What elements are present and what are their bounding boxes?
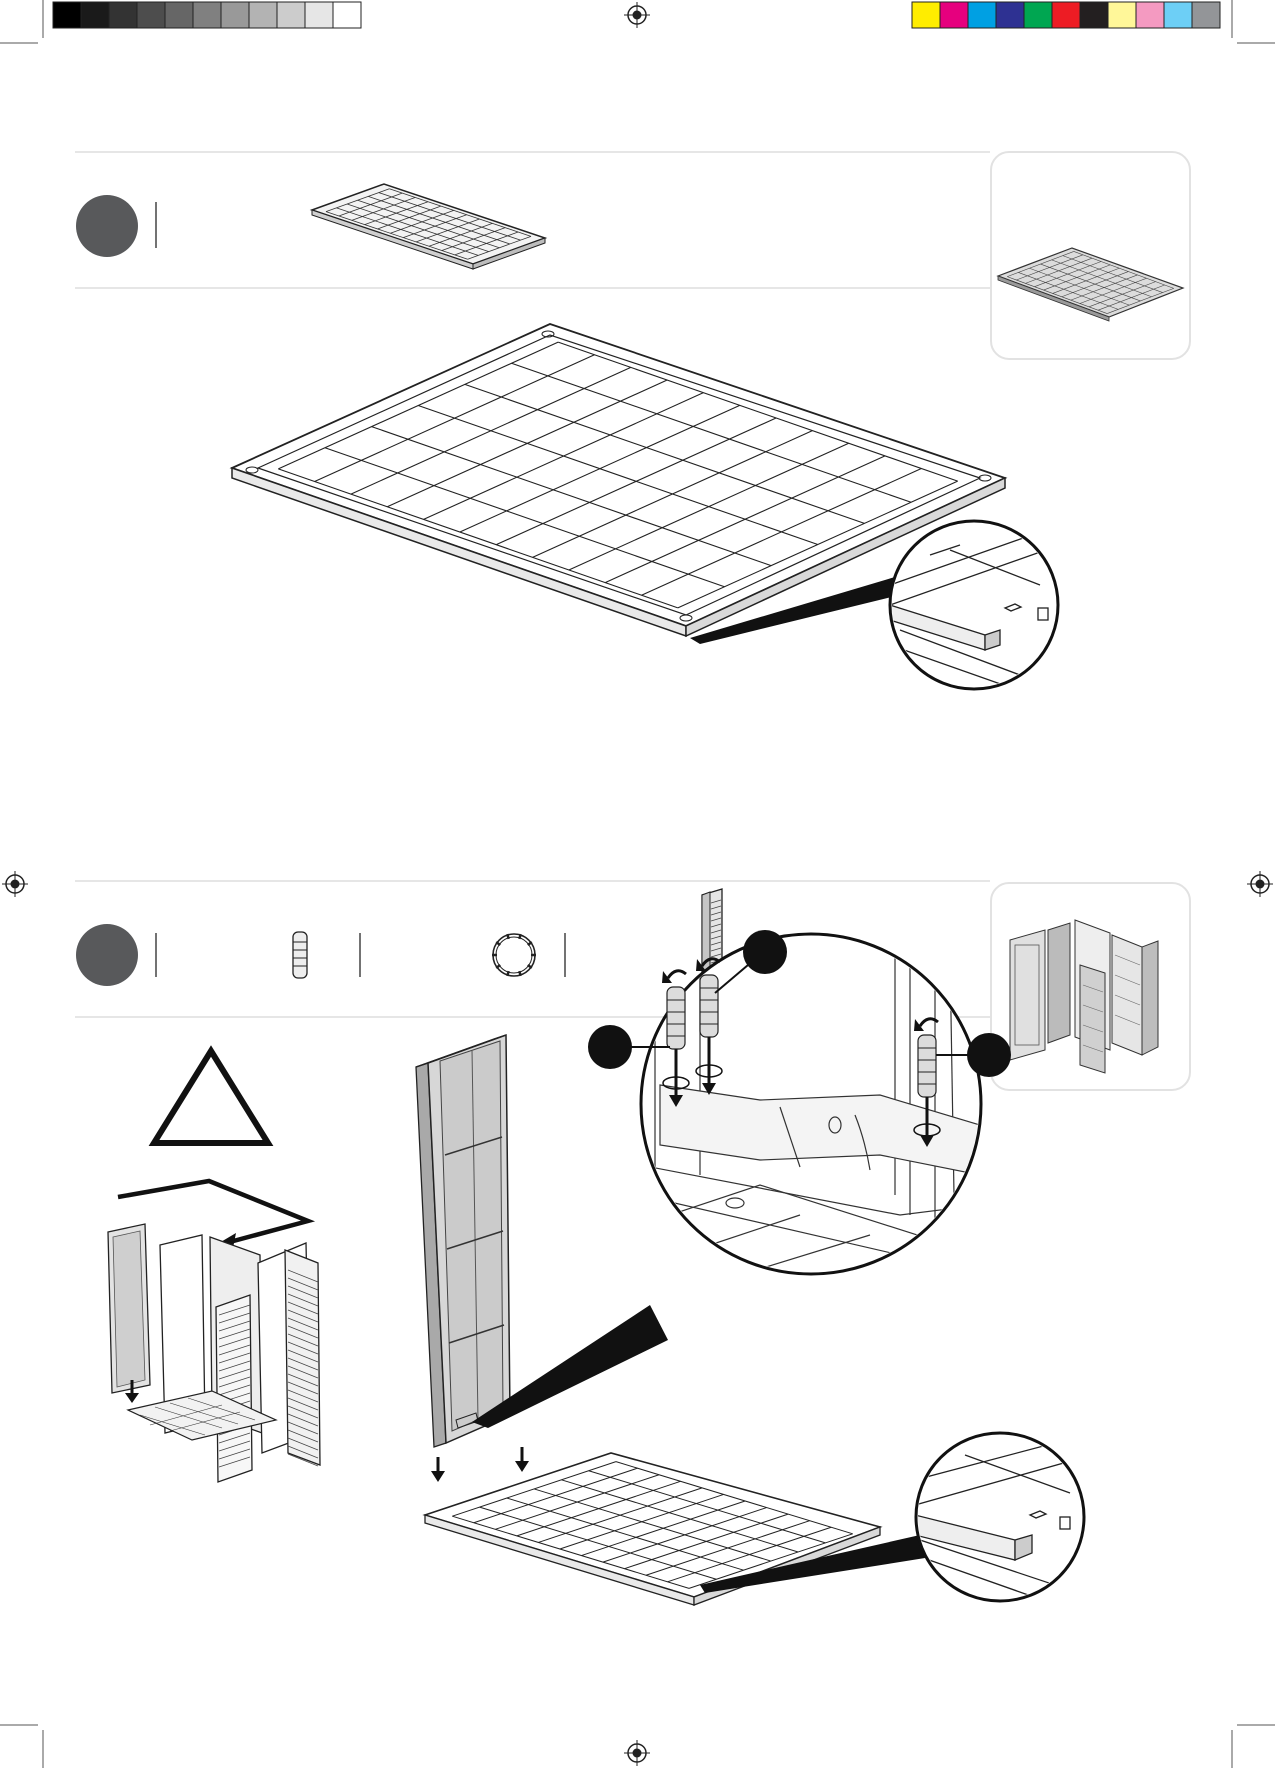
washer-ring-part-icon (492, 934, 536, 976)
caution-triangle-icon (154, 1051, 268, 1143)
floor-panel-part-icon (312, 184, 545, 269)
color-swatch (940, 2, 968, 28)
registration-mark-top (624, 2, 650, 28)
callout-bullet (743, 930, 787, 974)
color-swatch (1108, 2, 1136, 28)
color-calibration-strip (912, 2, 1220, 28)
gray-swatch (165, 2, 193, 28)
gray-swatch (137, 2, 165, 28)
color-swatch (1192, 2, 1220, 28)
gray-swatch (333, 2, 361, 28)
gray-swatch (249, 2, 277, 28)
color-swatch (1080, 2, 1108, 28)
pin-connector-part-icon (293, 932, 307, 978)
color-swatch (1136, 2, 1164, 28)
gray-swatch (193, 2, 221, 28)
step-walls (0, 875, 1275, 1665)
pin-insertion-detail-callout (472, 925, 1011, 1428)
callout-bullet (588, 1025, 632, 1069)
gray-calibration-strip (53, 2, 361, 28)
gray-swatch (221, 2, 249, 28)
step-floor (0, 130, 1275, 790)
color-swatch (1024, 2, 1052, 28)
walls-preview-box (991, 883, 1190, 1090)
gray-swatch (305, 2, 333, 28)
floor-panel-illustration-step2 (425, 1453, 880, 1605)
color-swatch (912, 2, 940, 28)
color-swatch (996, 2, 1024, 28)
gray-swatch (277, 2, 305, 28)
registration-mark-bottom (624, 1740, 650, 1766)
color-swatch (1164, 2, 1192, 28)
callout-bullet (967, 1033, 1011, 1077)
gray-swatch (109, 2, 137, 28)
assembly-order-illustration (108, 1181, 320, 1482)
gray-swatch (53, 2, 81, 28)
step-badge-floor (76, 195, 138, 257)
color-swatch (1052, 2, 1080, 28)
floor-preview-box (991, 152, 1190, 359)
color-swatch (968, 2, 996, 28)
gray-swatch (81, 2, 109, 28)
step-badge-walls (76, 924, 138, 986)
